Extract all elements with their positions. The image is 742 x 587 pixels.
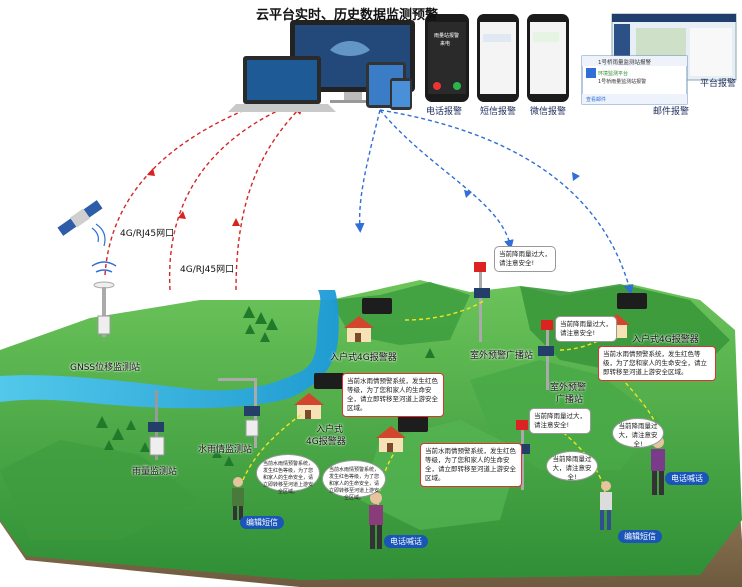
edit-sms-left-button[interactable]: 编辑短信	[240, 516, 284, 529]
house-mid	[294, 393, 324, 419]
trees	[96, 306, 435, 466]
house-top	[344, 316, 374, 342]
bubble-sms-left: 当前水雨情预警系统，发生红色等级，为了您和家人的生命安全，请立即转移至河道上游安…	[256, 454, 320, 495]
call-center-button[interactable]: 电话喊话	[384, 535, 428, 548]
alarm-phones	[425, 14, 569, 102]
home-alarm-top-label: 入户式4G报警器	[330, 353, 397, 363]
platform-alarm-label: 平台报警	[700, 79, 737, 89]
broadcast-bottom-label-2: 广播站	[556, 395, 584, 405]
bubble-rain-right: 当前降雨量过大，请注意安全!	[555, 316, 617, 342]
email-popup-line1: 环境监测平台	[598, 71, 629, 77]
sms-alarm-label: 短信报警	[480, 107, 517, 117]
rain-station-label: 雨量监测站	[132, 467, 178, 477]
link-label-center: 4G/RJ45网口	[180, 265, 235, 275]
rain-station	[148, 390, 165, 460]
email-popup-footer: 查看邮件	[586, 97, 607, 103]
broadcast-bottom-label-1: 室外预警	[550, 383, 587, 393]
satellite-signal	[91, 223, 106, 247]
bubble-flood-right: 当前水雨情预警系统，发生红色等级，为了您和家人的生命安全，请立即转移至河道上游安…	[598, 346, 716, 381]
phone-screen-line2: 来电	[440, 41, 451, 47]
email-platform-screens	[581, 13, 737, 105]
bubble-sms-center: 当前水雨情预警系统，发生红色等级，为了您和家人的生命安全，请立即转移至河道上游安…	[322, 460, 386, 501]
downlink-arrowheads	[356, 172, 580, 232]
gnss-station	[91, 261, 117, 337]
home-alarm-mid-label-1: 入户式	[316, 425, 344, 435]
phone-alarm-label: 电话报警	[426, 107, 463, 117]
house-front	[376, 426, 406, 452]
broadcast-station-bottom	[538, 320, 554, 390]
downlink-arrows	[354, 109, 634, 295]
bubble-flood-mid: 当前水雨情预警系统，发生红色等级，为了您和家人的生命安全，请立即转移至河道上游安…	[342, 373, 444, 417]
water-station-label: 水雨情监测站	[198, 445, 253, 455]
person-right-front	[600, 481, 612, 530]
river	[0, 290, 339, 409]
satellite-icon	[57, 200, 103, 236]
person-center	[369, 492, 383, 549]
home-alarm-mid-label-2: 4G报警器	[306, 437, 346, 447]
bubble-call-right: 当前降雨量过大，请注意安全!	[612, 418, 664, 448]
home-alarm-right-label: 入户式4G报警器	[632, 335, 699, 345]
edit-sms-right-button[interactable]: 编辑短信	[618, 530, 662, 543]
bubble-call-front: 当前降雨量过大，请注意安全!	[546, 451, 598, 481]
call-right-button[interactable]: 电话喊话	[665, 472, 709, 485]
email-popup-header: 1号桥雨量监测站报警	[598, 60, 651, 66]
email-popup-line2: 1号桥雨量监测站报警	[598, 79, 647, 85]
page-title: 云平台实时、历史数据监测预警	[256, 8, 439, 23]
person-left	[232, 477, 244, 520]
email-alarm-label: 邮件报警	[653, 107, 690, 117]
gnss-station-label: GNSS位移监测站	[70, 363, 141, 373]
water-station	[218, 378, 260, 448]
broadcast-station-front	[514, 420, 530, 490]
link-label-left: 4G/RJ45网口	[120, 229, 175, 239]
alarm-devices	[314, 293, 647, 432]
uplink-arrows	[104, 97, 304, 291]
phone-screen-line1: 雨量站报警	[434, 33, 460, 39]
broadcast-top-label: 室外预警广播站	[470, 351, 534, 361]
uplink-arrowheads	[147, 168, 240, 226]
bubble-rain-top: 当前降雨量过大，请注意安全!	[494, 246, 556, 272]
bubble-rain-center: 当前降雨量过大，请注意安全!	[529, 408, 591, 434]
bubble-flood-front: 当前水雨情预警系统，发生红色等级，为了您和家人的生命安全，请立即转移至河道上游安…	[420, 443, 522, 487]
wechat-alarm-label: 微信报警	[530, 107, 567, 117]
platform-devices	[228, 20, 415, 112]
